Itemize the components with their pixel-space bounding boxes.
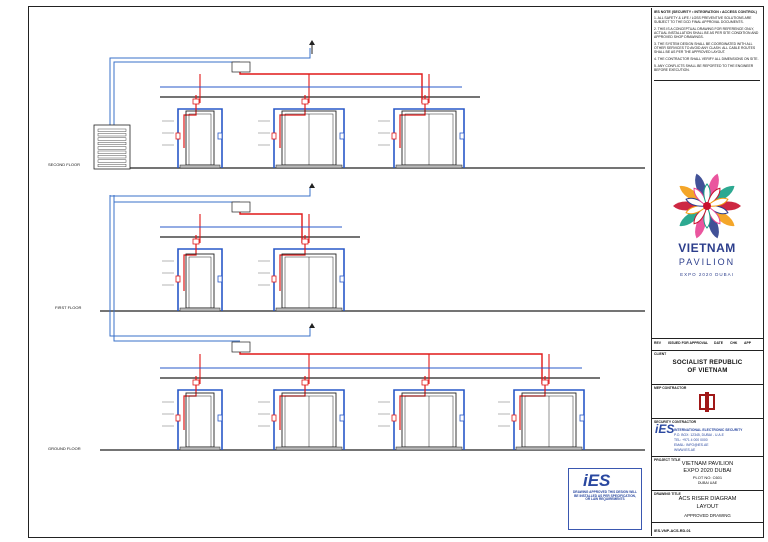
client-label: CLIENT: [654, 352, 667, 356]
rev-header: ISSUED FOR APPROVAL: [668, 341, 709, 345]
stamp-text: DRAWING APPROVED THIS DESIGN WILL BE INS…: [573, 490, 637, 502]
notes-box: IES NOTE (SECURITY • INTEGRATION • ACCES…: [654, 10, 760, 81]
drawing-number: IES-VNP-ACS-RD-01: [654, 529, 691, 533]
ies-line: TEL: +971 4 000 0000: [674, 438, 708, 442]
drawing-title-line2: LAYOUT: [696, 504, 719, 510]
approval-stamp: iES DRAWING APPROVED THIS DESIGN WILL BE…: [568, 468, 642, 530]
project-label: PROJECT TITLE: [654, 458, 681, 462]
stamp-brand: iES: [583, 471, 611, 490]
ies-name: INTERNATIONAL ELECTRONIC SECURITY: [674, 428, 743, 432]
drawing-sheet: [28, 6, 764, 538]
security-section: SECURITY CONTRACTOR iES INTERNATIONAL EL…: [652, 418, 763, 457]
lotus-flower-icon: [673, 173, 741, 239]
drawing-status: APPROVED DRAWING: [684, 513, 731, 518]
rev-header: APP: [744, 341, 751, 345]
first-floor-label: FIRST FLOOR: [55, 305, 82, 310]
mep-section: MEP CONTRACTOR: [652, 384, 763, 419]
vietnam-pavilion-logo: VIETNAM PAVILION EXPO 2020 DUBAI: [662, 168, 752, 284]
acs-panel: [93, 124, 131, 170]
floor-group: [160, 201, 345, 312]
rev-header: REV: [654, 341, 661, 345]
ies-line: EMAIL: INFO@IES.AE: [674, 443, 709, 447]
drawing-number-section: IES-VNP-ACS-RD-01: [652, 522, 763, 537]
title-block: IES NOTE (SECURITY • INTEGRATION • ACCES…: [651, 8, 763, 536]
drawing-title-section: DRAWING TITLE ACS RISER DIAGRAM LAYOUT A…: [652, 490, 763, 523]
drawing-title-line1: ACS RISER DIAGRAM: [678, 496, 737, 502]
client-line1: SOCIALIST REPUBLIC: [672, 359, 743, 366]
project-line4: DUBAI UAE: [697, 481, 718, 485]
revision-table: REV ISSUED FOR APPROVAL DATE CHK APP: [652, 338, 763, 351]
project-section: PROJECT TITLE VIETNAM PAVILION EXPO 2020…: [652, 456, 763, 491]
mep-label: MEP CONTRACTOR: [654, 386, 687, 390]
mep-logo-icon: [699, 392, 715, 412]
logo-line3: EXPO 2020 DUBAI: [680, 272, 734, 277]
ies-line: WWW.IES.AE: [674, 448, 696, 452]
rev-header: CHK: [730, 341, 738, 345]
second-floor-label: SECOND FLOOR: [48, 162, 81, 167]
ies-line: P.O. BOX: 12345, DUBAI - U.A.E: [674, 433, 724, 437]
floor-group: [160, 61, 465, 169]
riser-trunks: [109, 48, 311, 342]
note-item: 1. ALL SAFETY & LIFE / LOSS PREVENTIVE S…: [654, 16, 752, 24]
logo-line2: PAVILION: [678, 257, 736, 267]
ground-floor-label: GROUND FLOOR: [48, 446, 81, 451]
drawing-title-label: DRAWING TITLE: [654, 492, 681, 496]
project-line2: EXPO 2020 DUBAI: [683, 468, 732, 474]
note-item: 5. ANY CONFLICTS SHALL BE REPORTED TO TH…: [654, 64, 754, 72]
client-line2: OF VIETNAM: [687, 367, 728, 374]
ies-logo: iES: [655, 422, 675, 436]
floor-slabs: [100, 96, 645, 451]
project-line3: PLOT NO: C601: [692, 475, 723, 480]
note-item: 3. THE SYSTEM DESIGN SHALL BE COORDINATE…: [654, 42, 756, 54]
floor-group: [160, 341, 585, 451]
logo-line1: VIETNAM: [678, 241, 736, 255]
notes-heading: IES NOTE (SECURITY • INTEGRATION • ACCES…: [654, 10, 757, 14]
note-item: 2. THIS IS A CONCEPTUAL DRAWING FOR REFE…: [654, 27, 759, 39]
security-label: SECURITY CONTRACTOR: [654, 420, 697, 424]
note-item: 4. THE CONTRACTOR SHALL VERIFY ALL DIMEN…: [654, 57, 759, 61]
project-line1: VIETNAM PAVILION: [681, 461, 734, 467]
rev-header: DATE: [714, 341, 723, 345]
client-section: CLIENT SOCIALIST REPUBLIC OF VIETNAM: [652, 350, 763, 385]
